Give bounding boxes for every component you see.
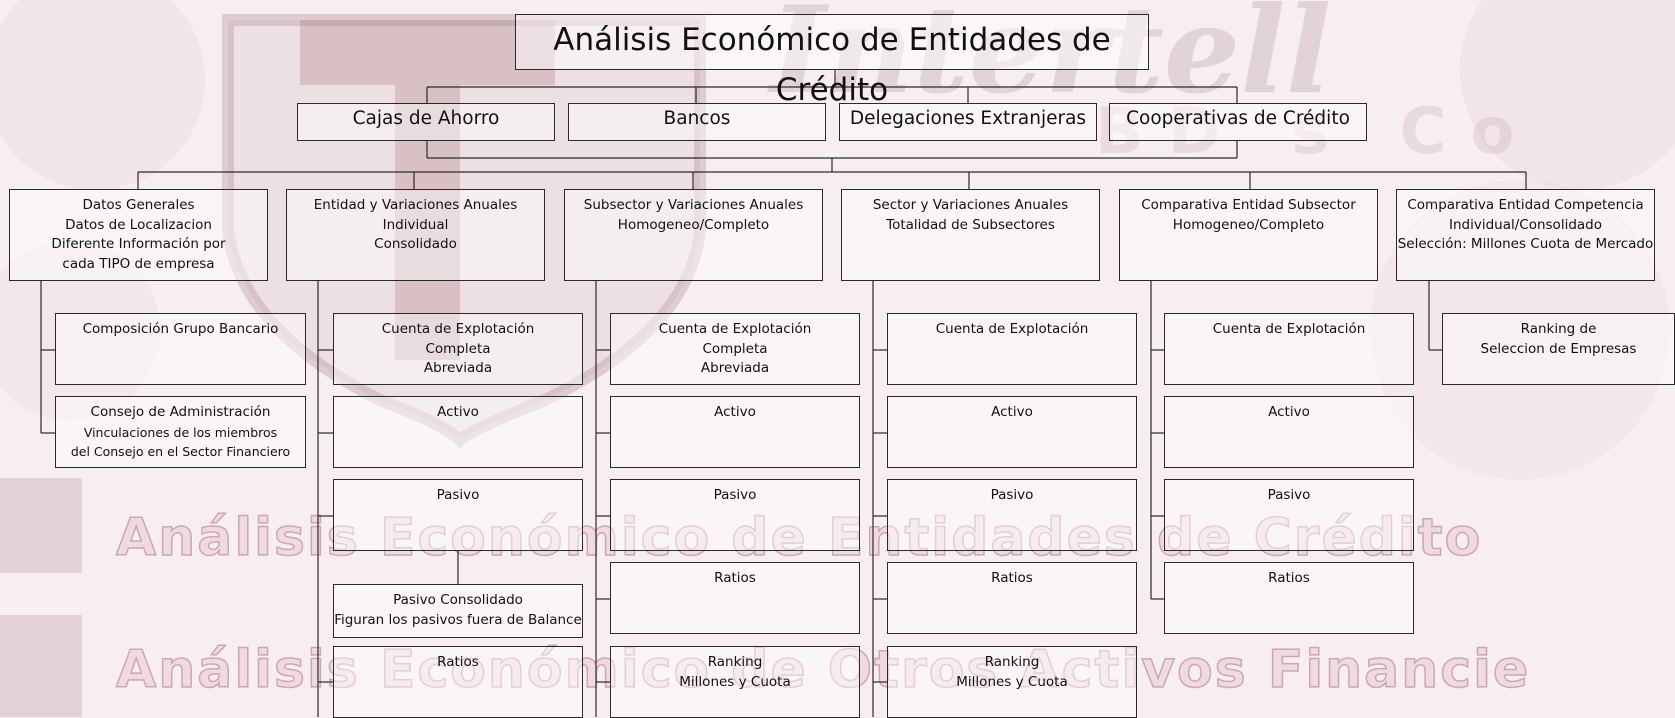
category-comparativa-competencia: Comparativa Entidad Competencia Individu…	[1396, 189, 1655, 281]
node-line: Ratios	[1268, 570, 1310, 586]
node-line: Ratios	[714, 570, 756, 586]
sector-bancos: Bancos	[568, 103, 826, 141]
node-activo: Activo	[1164, 396, 1414, 468]
node-pasivo: Pasivo	[1164, 479, 1414, 551]
category-datos-generales: Datos Generales Datos de Localizacion Di…	[9, 189, 268, 281]
category-subsector: Subsector y Variaciones Anuales Homogene…	[564, 189, 823, 281]
node-pasivo: Pasivo	[887, 479, 1137, 551]
watermark-line-1: Análisis Económico de Entidades de Crédi…	[115, 507, 1483, 569]
node-activo: Activo	[887, 396, 1137, 468]
node-line: Totalidad de Subsectores	[886, 216, 1055, 233]
node-line: Homogeneo/Completo	[617, 216, 770, 233]
diagram-title: Análisis Económico de Entidades de Crédi…	[515, 14, 1149, 108]
category-entidad: Entidad y Variaciones Anuales Individual…	[286, 189, 545, 281]
node-activo: Activo	[333, 396, 583, 468]
node-line: Subsector y Variaciones Anuales	[583, 197, 804, 213]
node-line: Activo	[714, 404, 756, 420]
node-ratios: Ratios	[1164, 562, 1414, 634]
node-line: Datos de Localizacion	[65, 216, 212, 233]
node-line: Activo	[437, 404, 479, 420]
node-line: Cuenta de Explotación	[381, 321, 535, 337]
node-pasivo: Pasivo	[333, 479, 583, 551]
sector-cajas-de-ahorro: Cajas de Ahorro	[297, 103, 555, 141]
node-line: Individual/Consolidado	[1448, 216, 1602, 233]
node-cuenta-explotacion: Cuenta de Explotación	[1164, 313, 1414, 385]
node-activo: Activo	[610, 396, 860, 468]
node-line: Ranking	[707, 654, 763, 670]
node-line: Seleccion de Empresas	[1480, 340, 1637, 357]
node-line: Comparativa Entidad Subsector	[1141, 197, 1356, 213]
node-line: Pasivo	[990, 487, 1034, 503]
node-line: Cuenta de Explotación	[1212, 321, 1366, 337]
node-line: Consolidado	[374, 236, 457, 252]
node-ranking: Ranking Millones y Cuota	[887, 646, 1137, 718]
node-line: Abreviada	[700, 360, 770, 376]
node-ratios: Ratios	[333, 646, 583, 718]
node-ratios: Ratios	[610, 562, 860, 634]
node-ratios: Ratios	[887, 562, 1137, 634]
watermark-line-2: Análisis Económico de Otros Activos Fina…	[115, 639, 1531, 701]
sector-cooperativas-de-credito: Cooperativas de Crédito	[1109, 103, 1367, 141]
node-line: Diferente Información por	[51, 236, 226, 252]
node-line: Ranking de	[1520, 321, 1597, 337]
node-pasivo-consolidado: Pasivo Consolidado Figuran los pasivos f…	[333, 584, 583, 638]
node-line: Abreviada	[423, 360, 493, 376]
node-line: Pasivo	[1267, 487, 1311, 503]
node-line: Pasivo	[713, 487, 757, 503]
node-line: Millones y Cuota	[679, 673, 791, 690]
node-line: Activo	[1268, 404, 1310, 420]
node-line: Cuenta de Explotación	[935, 321, 1089, 337]
node-ranking: Ranking Millones y Cuota	[610, 646, 860, 718]
node-composicion-grupo: Composición Grupo Bancario	[55, 313, 306, 385]
node-line: Pasivo Consolidado	[393, 592, 523, 608]
node-line: Figuran los pasivos fuera de Balance	[334, 611, 582, 628]
node-line: del Consejo en el Sector Financiero	[70, 444, 291, 459]
node-consejo-administracion: Consejo de Administración Vinculaciones …	[55, 396, 306, 468]
node-line: Completa	[425, 340, 491, 357]
node-line: Ratios	[437, 654, 479, 670]
node-line: Sector y Variaciones Anuales	[872, 197, 1069, 213]
node-cuenta-explotacion: Cuenta de Explotación Completa Abreviada	[333, 313, 583, 385]
node-line: Comparativa Entidad Competencia	[1407, 197, 1644, 213]
node-line: Composición Grupo Bancario	[82, 321, 279, 337]
sector-delegaciones-extranjeras: Delegaciones Extranjeras	[839, 103, 1097, 141]
node-line: Ranking	[984, 654, 1040, 670]
node-line: Vinculaciones de los miembros	[83, 424, 278, 440]
node-line: Cuenta de Explotación	[658, 321, 812, 337]
node-line: Pasivo	[436, 487, 480, 503]
node-line: Selección: Millones Cuota de Mercado	[1397, 236, 1654, 252]
node-line: Millones y Cuota	[956, 673, 1068, 690]
t-logo	[300, 20, 555, 360]
node-line: Datos Generales	[82, 197, 195, 213]
node-pasivo: Pasivo	[610, 479, 860, 551]
category-comparativa-subsector: Comparativa Entidad Subsector Homogeneo/…	[1119, 189, 1378, 281]
node-line: Individual	[382, 216, 449, 233]
node-line: Activo	[991, 404, 1033, 420]
node-line: Ratios	[991, 570, 1033, 586]
node-line: cada TIPO de empresa	[62, 255, 215, 272]
node-line: Consejo de Administración	[90, 404, 271, 420]
node-line: Entidad y Variaciones Anuales	[313, 197, 518, 213]
node-cuenta-explotacion: Cuenta de Explotación	[887, 313, 1137, 385]
node-line: Completa	[702, 340, 768, 357]
watermark-letters: BD s Co	[1095, 95, 1539, 169]
node-cuenta-explotacion: Cuenta de Explotación Completa Abreviada	[610, 313, 860, 385]
category-sector: Sector y Variaciones Anuales Totalidad d…	[841, 189, 1100, 281]
node-line: Homogeneo/Completo	[1172, 216, 1325, 233]
node-ranking-seleccion: Ranking de Seleccion de Empresas	[1442, 313, 1675, 385]
